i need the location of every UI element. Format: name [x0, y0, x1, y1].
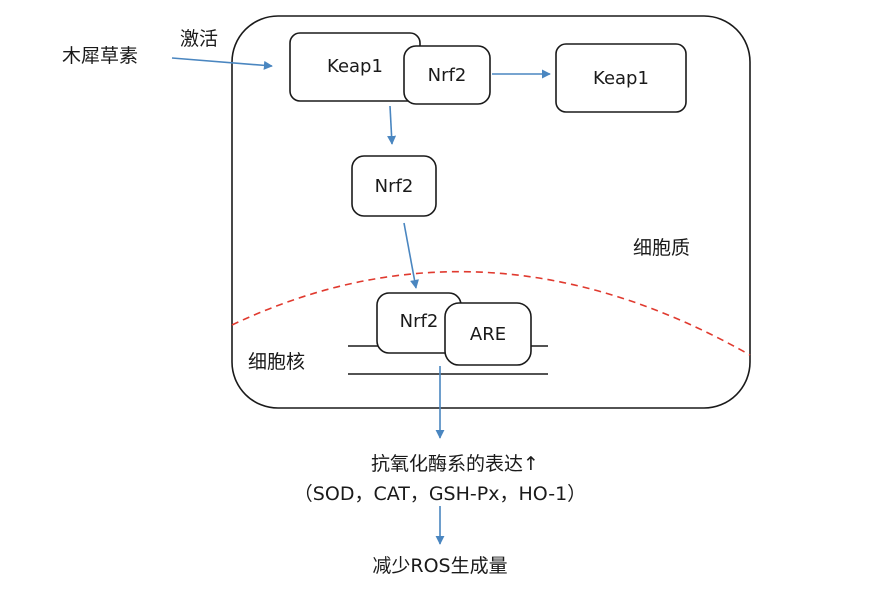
are-box	[444, 302, 532, 366]
dissociation-arrow	[387, 105, 397, 145]
cell-outline	[231, 15, 751, 409]
activation-arrow	[171, 57, 273, 70]
cytoplasm-label: 细胞质	[633, 237, 690, 259]
released-keap1-label: Keap1	[593, 68, 649, 89]
inducer-label: 木犀草素	[62, 45, 138, 67]
enzyme-list-label: （SOD，CAT，GSH-Px，HO-1）	[294, 483, 586, 505]
nuclear-membrane	[231, 270, 751, 356]
free-nrf2-label: Nrf2	[375, 176, 414, 197]
complex-keap1-label: Keap1	[327, 56, 383, 77]
nuclear-nrf2-label: Nrf2	[400, 311, 439, 332]
activation-label: 激活	[180, 28, 218, 50]
are-label: ARE	[470, 324, 506, 345]
released-keap1-box	[555, 43, 687, 113]
translocation-arrow	[403, 222, 419, 289]
antioxidant-expression-label: 抗氧化酶系的表达↑	[371, 453, 539, 475]
complex-nrf2-box	[403, 45, 491, 105]
free-nrf2-box	[351, 155, 437, 217]
nucleus-label: 细胞核	[248, 351, 305, 373]
ros-reduction-label: 减少ROS生成量	[372, 555, 507, 577]
complex-nrf2-label: Nrf2	[428, 65, 467, 86]
